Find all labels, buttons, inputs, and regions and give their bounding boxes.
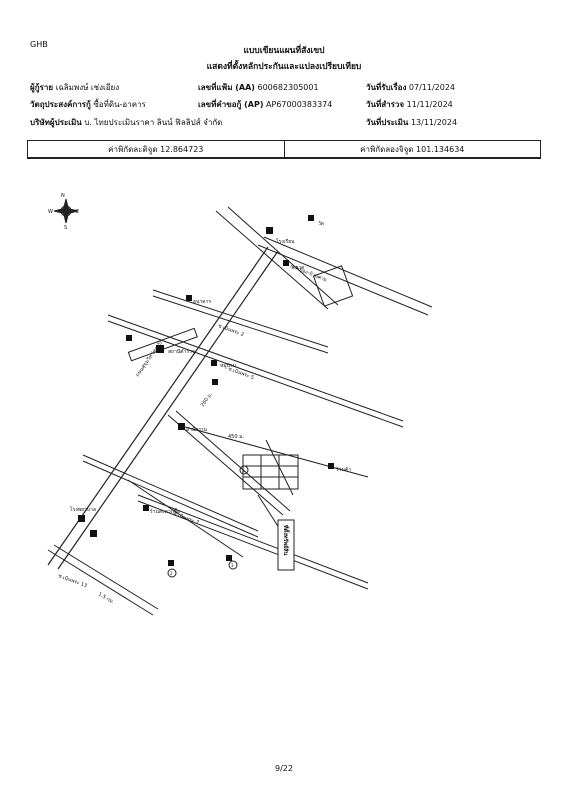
compass-icon — [53, 198, 79, 224]
longitude-label: ค่าพิกัดลองจิจูด — [360, 144, 414, 154]
page-number: 9/22 — [275, 764, 293, 773]
landmark-icon — [78, 515, 85, 522]
landmark-icon — [186, 295, 192, 301]
form-subtitle: แสดงที่ตั้งหลักประกันและแปลงเปรียบเทียบ — [206, 62, 362, 72]
landmark-office-label: สำนักงาน — [186, 427, 208, 433]
comparison-3-label: 3 — [231, 563, 234, 568]
landmark-bank-label: ธนาคาร — [193, 299, 211, 305]
landmark-store-label: ร้านสะดวกซื้อ — [150, 506, 180, 515]
location-map: N E S W ถ.ระยอง-บ้านค่าย ถนนสุขุมวิท (ทล… — [47, 193, 433, 616]
landmark-icon — [178, 423, 185, 430]
landmark-village-label: หมู่บ้าน — [220, 362, 237, 369]
ghb-logo: GHB — [30, 40, 48, 49]
form-title: แบบเขียนแผนที่สังเขป — [243, 46, 325, 56]
received-value: 07/11/2024 — [408, 83, 456, 92]
landmark-icon — [90, 530, 97, 537]
appraiser-label: บริษัทผู้ประเมิน — [30, 118, 82, 127]
coordinates-box: ค่าพิกัดละติจูด 12.864723 ค่าพิกัดลองจิจ… — [27, 140, 541, 159]
landmark-icon — [226, 555, 232, 561]
target-label: ที่ตั้งทรัพย์สิน — [282, 525, 291, 556]
received-label: วันที่รับเรื่อง — [366, 83, 407, 92]
landmark-icon — [308, 215, 314, 221]
landmark-shop-label: ร้านค้า — [336, 466, 352, 473]
landmark-icon — [283, 260, 289, 266]
borrower-label: ผู้กู้ราย — [30, 83, 54, 92]
target-box — [277, 519, 295, 571]
landmark-station-label: สถานีตำรวจ — [168, 348, 195, 355]
file-value: 600682305001 — [257, 83, 319, 92]
appraisal-label: วันที่ประเมิน — [366, 118, 409, 127]
appraiser-row: บริษัทผู้ประเมิน บ. ไทยประเมินราคา ลินน์… — [30, 116, 222, 129]
survey-label: วันที่สำรวจ — [366, 100, 405, 109]
distance-2-label: 260 ม. — [200, 391, 214, 408]
distance-3-label: 1.5 กม. — [97, 592, 115, 606]
longitude-cell: ค่าพิกัดลองจิจูด 101.134634 — [283, 141, 541, 157]
landmark-icon — [211, 360, 217, 366]
landmark-icon — [266, 227, 273, 234]
landmark-temple-label: วัด — [318, 221, 324, 227]
compass-north: N — [61, 193, 65, 199]
comparison-2-marker — [167, 568, 177, 578]
survey-value: 11/11/2024 — [406, 100, 453, 109]
comparison-1-label: 1 — [242, 468, 245, 473]
latitude-value: 12.864723 — [160, 144, 204, 154]
appraiser-value: บ. ไทยประเมินราคา ลินน์ ฟิลลิปส์ จำกัด — [84, 118, 223, 127]
request-label: เลขที่คำขอกู้ (AP) — [198, 100, 264, 109]
request-value: AP67000383374 — [266, 100, 333, 109]
appraisal-value: 13/11/2024 — [410, 118, 458, 127]
property-block — [242, 439, 299, 496]
purpose-label: วัตถุประสงค์การกู้ — [30, 100, 91, 109]
survey-row: วันที่สำรวจ 11/11/2024 — [366, 98, 453, 111]
appraisal-row: วันที่ประเมิน 13/11/2024 — [366, 116, 457, 129]
file-label: เลขที่แฟ้ม (AA) — [198, 83, 255, 92]
landmark-school-label: โรงเรียน — [276, 238, 295, 245]
purpose-row: วัตถุประสงค์การกู้ ซื้อที่ดิน-อาคาร — [30, 98, 146, 111]
received-row: วันที่รับเรื่อง 07/11/2024 — [366, 81, 455, 94]
borrower-row: ผู้กู้ราย เฉลิมพงษ์ เช่งเอียง — [30, 81, 119, 94]
compass-west: W — [48, 209, 53, 215]
landmark-icon — [143, 505, 149, 511]
landmark-icon — [168, 560, 174, 566]
distance-1-label: 450 ม. — [228, 434, 244, 440]
borrower-value: เฉลิมพงษ์ เช่งเอียง — [55, 83, 120, 92]
landmark-icon — [212, 379, 218, 385]
comparison-1-marker — [239, 465, 249, 475]
landmark-market-label: ตลาด — [292, 265, 304, 271]
purpose-value: ซื้อที่ดิน-อาคาร — [93, 100, 146, 109]
landmark-icon — [328, 463, 334, 469]
compass-south: S — [64, 225, 67, 231]
latitude-label: ค่าพิกัดละติจูด — [108, 144, 158, 154]
soi-4-label: ซ.เนินพระ 13 — [57, 572, 88, 589]
latitude-cell: ค่าพิกัดละติจูด 12.864723 — [28, 141, 284, 157]
longitude-value: 101.134634 — [416, 144, 465, 154]
landmark-hospital-label: โรงพยาบาล — [70, 506, 96, 513]
landmark-icon — [126, 335, 132, 341]
compass-east: E — [76, 209, 79, 215]
landmark-icon — [156, 345, 164, 353]
request-row: เลขที่คำขอกู้ (AP) AP67000383374 — [198, 98, 332, 111]
file-row: เลขที่แฟ้ม (AA) 600682305001 — [198, 81, 319, 94]
comparison-2-label: 2 — [170, 571, 173, 576]
comparison-3-marker — [228, 560, 238, 570]
